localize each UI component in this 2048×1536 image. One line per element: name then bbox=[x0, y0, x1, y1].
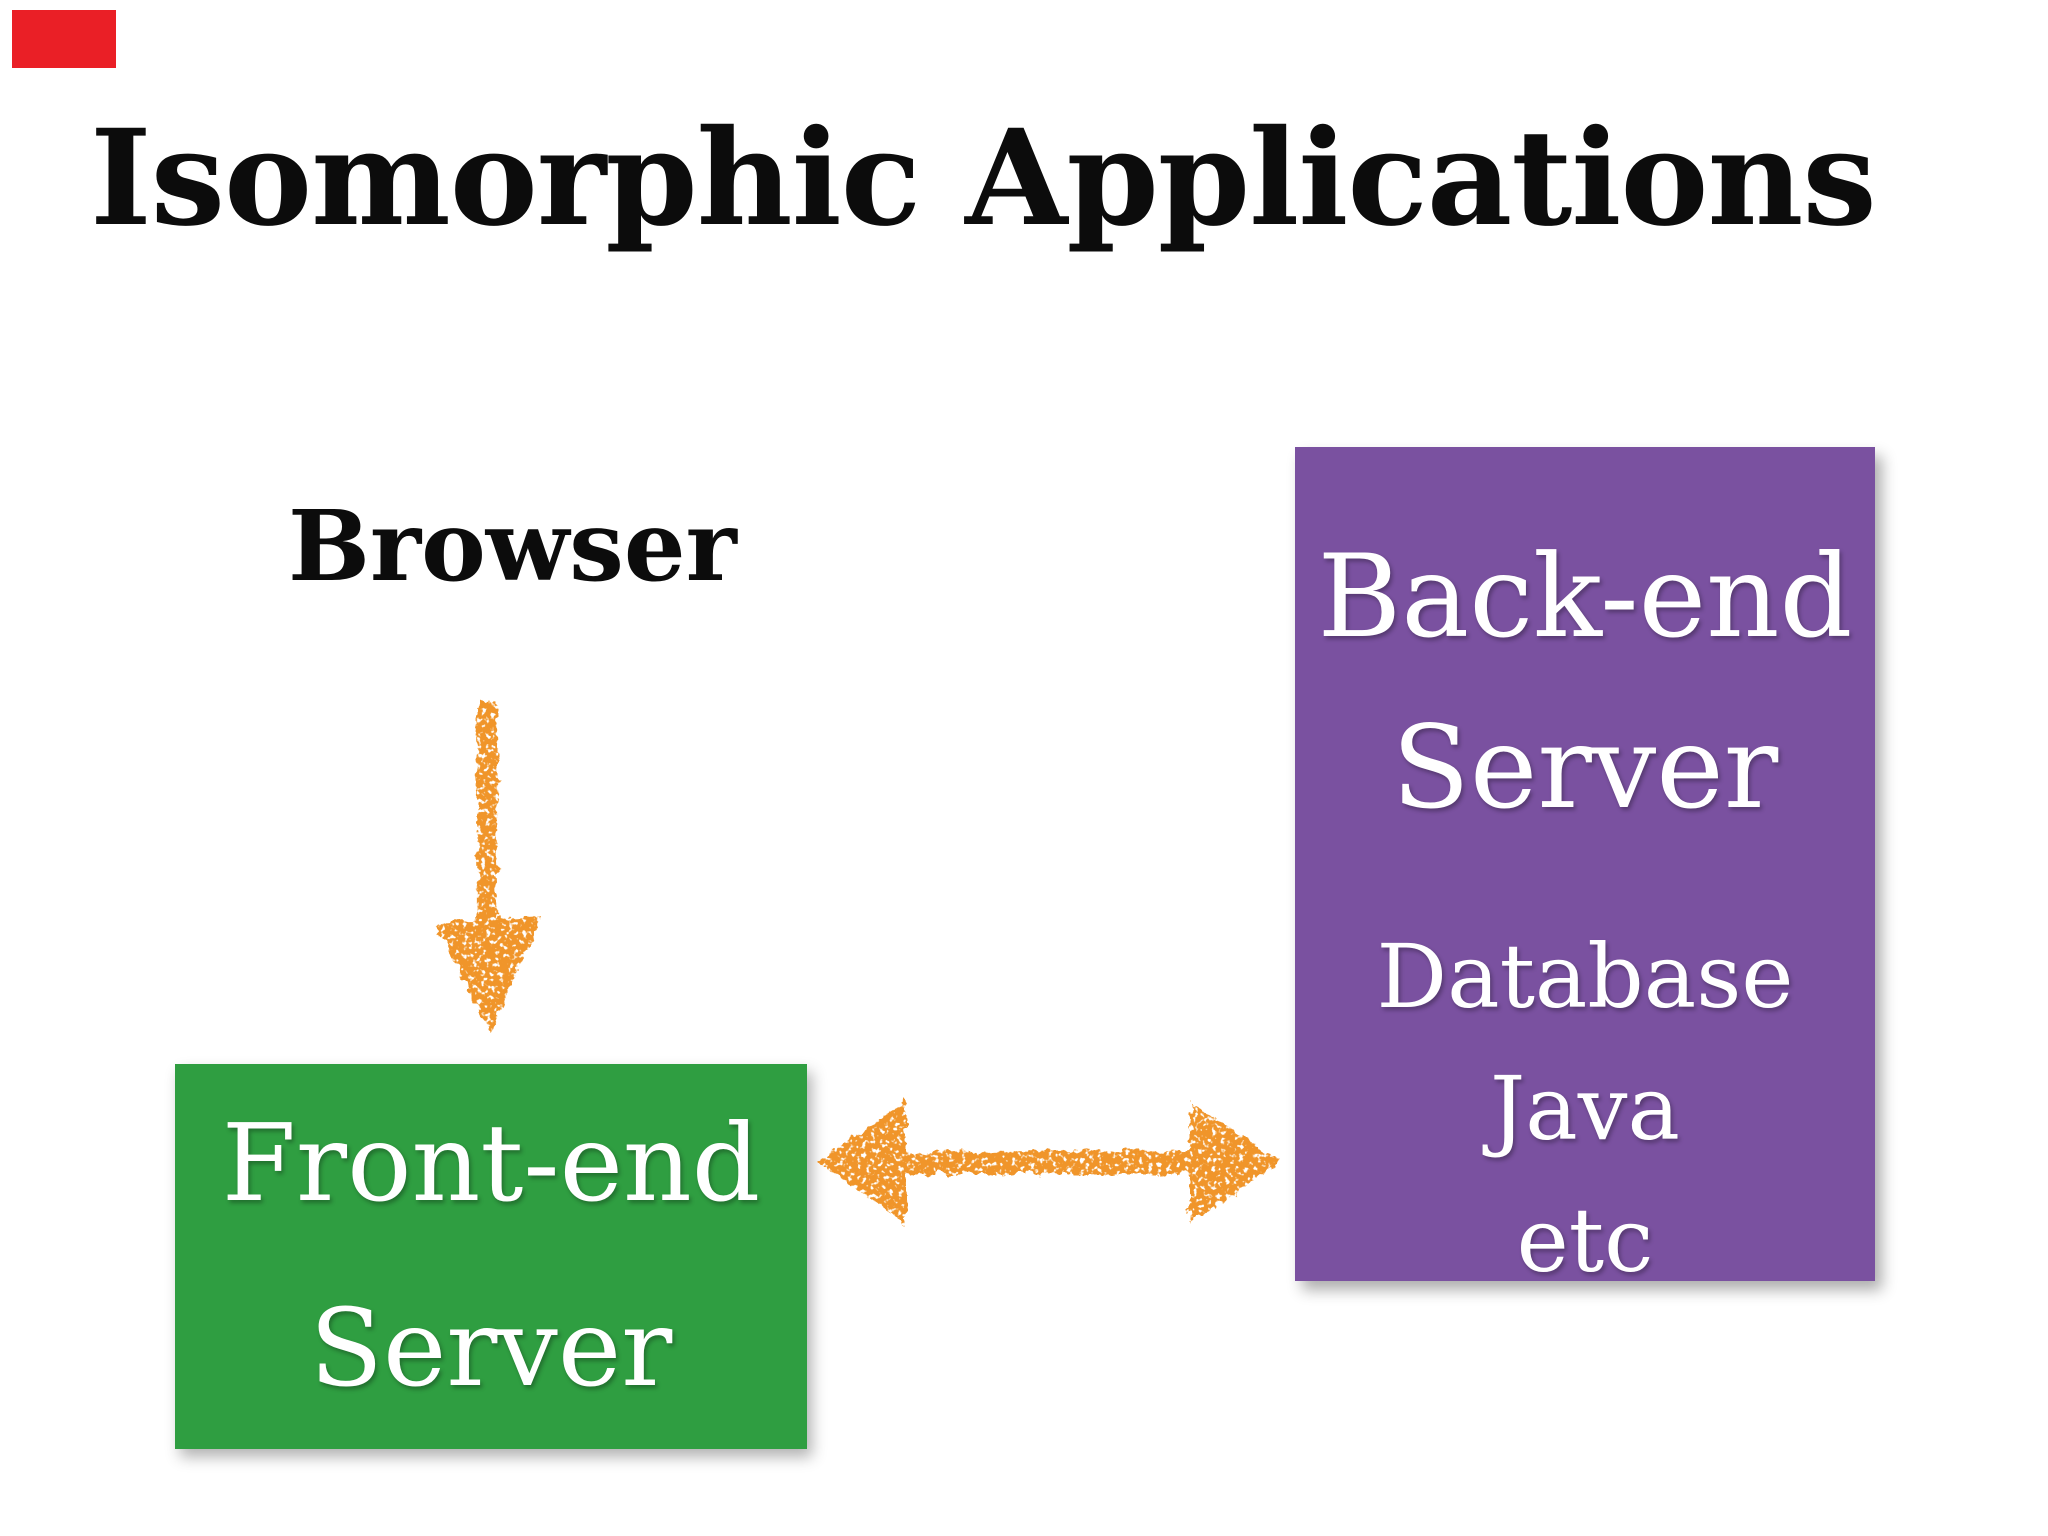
backend-detail-database: Database bbox=[1376, 925, 1794, 1028]
frontend-server-box: Front-end Server bbox=[175, 1064, 807, 1449]
backend-server-box: Back-end Server Database Java etc bbox=[1295, 447, 1875, 1292]
backend-box-title: Back-end Server bbox=[1317, 511, 1852, 853]
backend-box-label-line2: Server bbox=[1391, 701, 1779, 834]
backend-detail-etc: etc bbox=[1516, 1189, 1654, 1292]
backend-box-label-line1: Back-end bbox=[1317, 530, 1853, 663]
browser-label: Browser bbox=[288, 489, 737, 603]
frontend-box-label-line2: Server bbox=[309, 1286, 673, 1411]
backend-box-details: Database Java etc bbox=[1377, 911, 1794, 1307]
slide-title: Isomorphic Applications bbox=[90, 101, 1877, 256]
red-corner-marker bbox=[12, 10, 116, 68]
down-arrow-icon bbox=[434, 701, 542, 1033]
backend-detail-java: Java bbox=[1490, 1057, 1680, 1160]
left-right-arrow-icon bbox=[818, 1100, 1280, 1224]
frontend-box-label-line1: Front-end bbox=[221, 1102, 761, 1227]
